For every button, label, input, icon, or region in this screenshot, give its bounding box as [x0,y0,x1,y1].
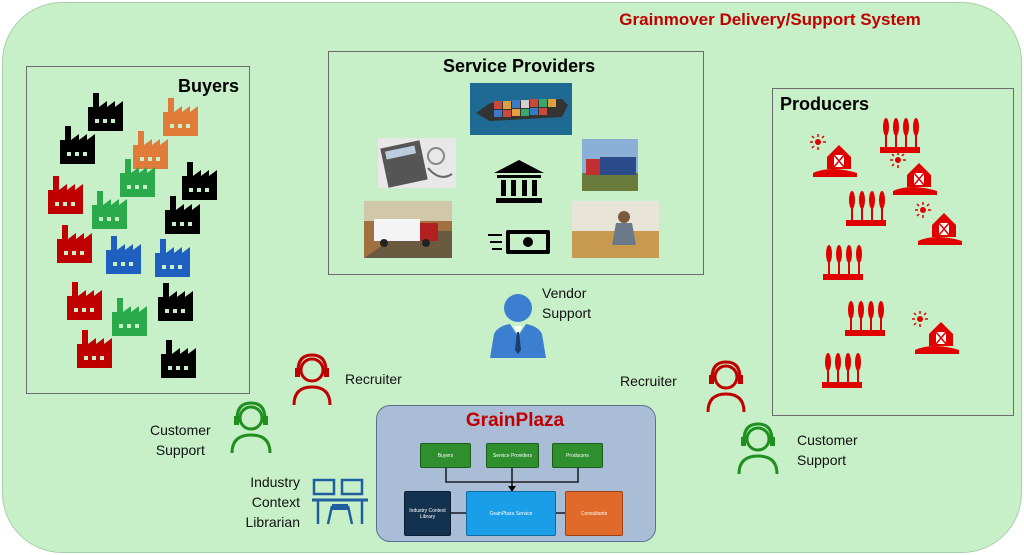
recruiter-right-label: Recruiter [620,373,677,389]
vendor-support-label: Vendor Support [542,285,592,321]
headset-person-icon [706,360,746,413]
headset-person-icon [737,422,779,475]
calculator-image [378,138,456,188]
industry-context-library-box: Industry Context Library [404,491,451,536]
consultants-box: Consultants [565,491,623,536]
cargo-ship-image [470,83,572,135]
grainplaza-title: GrainPlaza [465,410,565,431]
service-providers-box: Service Providers [486,443,539,468]
headset-person-icon [292,353,332,406]
customer-support-right-label: Customer Support [797,432,858,468]
service-providers-title: Service Providers [443,56,596,76]
diagram-title: Grainmover Delivery/Support System [619,10,921,29]
truck-image [364,201,452,258]
producers-title: Producers [780,94,870,114]
money-icon [488,230,550,254]
producers-box: Producers [552,443,603,468]
librarian-label: Industry Context Librarian [245,474,300,530]
farmer-image [572,201,659,258]
grainplaza-service-box: GrainPlaza Service [466,491,556,536]
businessman-icon [490,294,546,358]
bank-icon [494,160,544,203]
recruiter-left-label: Recruiter [345,371,402,387]
buyers-title: Buyers [178,76,240,96]
train-image [582,139,638,191]
buyers-box: Buyers [420,443,471,468]
headset-person-icon [230,401,272,454]
people-at-desks-icon [312,478,368,525]
customer-support-left-label: Customer Support [150,422,211,458]
